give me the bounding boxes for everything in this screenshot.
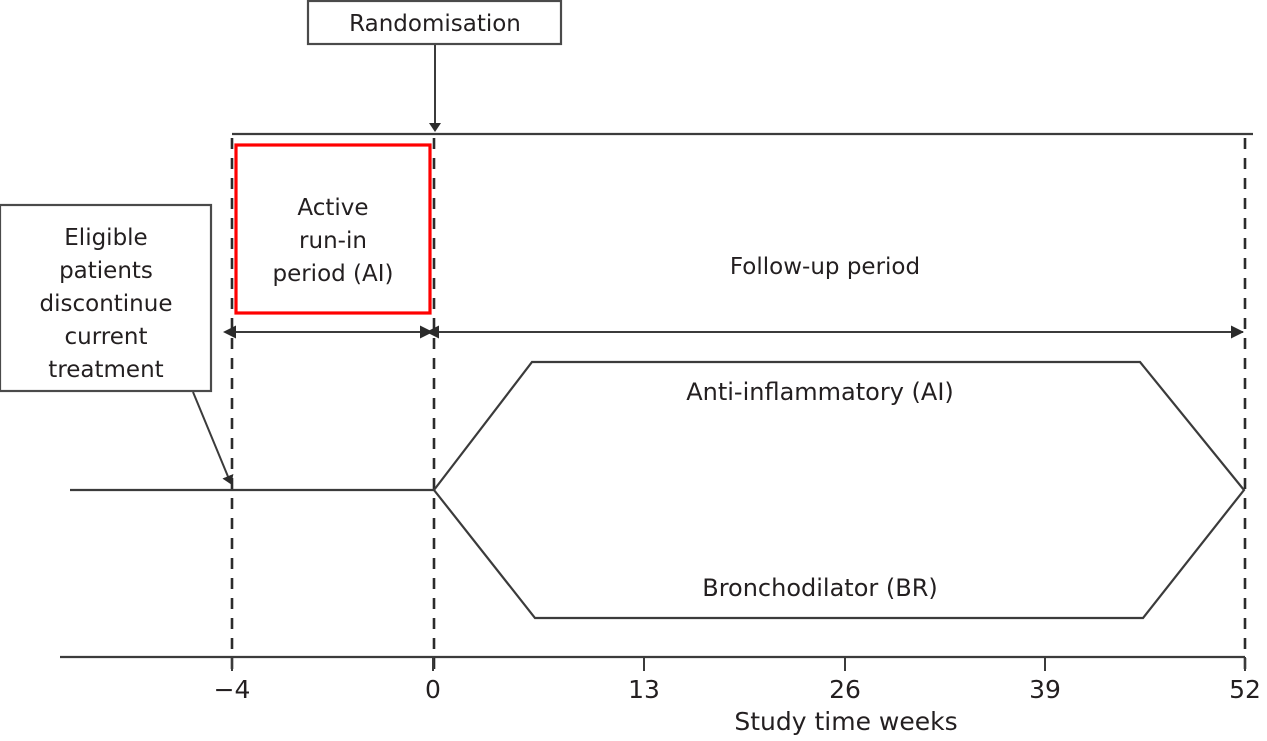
x-axis: −4 0 13 26 39 52 Study time weeks bbox=[60, 655, 1261, 736]
eligible-patients-line-1: Eligible bbox=[64, 225, 147, 251]
x-axis-title: Study time weeks bbox=[734, 707, 957, 736]
active-run-in-line-3: period (AI) bbox=[272, 261, 393, 287]
randomisation-box: Randomisation bbox=[306, 0, 563, 46]
treatment-arms-hexagon bbox=[432, 360, 1246, 620]
active-run-in-line-1: Active bbox=[297, 195, 368, 221]
eligible-patients-line-5: treatment bbox=[48, 357, 163, 383]
x-axis-ticklabel-minus-4: −4 bbox=[214, 675, 251, 704]
eligible-patients-line-4: current bbox=[65, 324, 148, 350]
x-axis-ticklabel-52: 52 bbox=[1229, 675, 1261, 704]
arm-label-anti-inflammatory: Anti-inflammatory (AI) bbox=[686, 378, 954, 406]
x-axis-ticklabel-0: 0 bbox=[425, 675, 441, 704]
active-run-in-box-outline bbox=[234, 143, 432, 315]
randomisation-box-outline bbox=[306, 0, 563, 46]
eligible-patients-line-3: discontinue bbox=[40, 291, 173, 317]
x-axis-ticklabel-26: 26 bbox=[829, 675, 861, 704]
follow-up-period-label: Follow-up period bbox=[730, 254, 920, 280]
active-run-in-box: Active run-in period (AI) bbox=[234, 143, 432, 315]
arm-label-bronchodilator: Bronchodilator (BR) bbox=[702, 574, 938, 602]
eligible-patients-box: Eligible patients discontinue current tr… bbox=[0, 203, 213, 393]
x-axis-ticklabel-39: 39 bbox=[1029, 675, 1061, 704]
randomisation-label: Randomisation bbox=[349, 11, 521, 37]
eligible-patients-line-2: patients bbox=[59, 258, 153, 284]
active-run-in-line-2: run-in bbox=[299, 228, 367, 254]
x-axis-ticklabel-13: 13 bbox=[628, 675, 660, 704]
eligible-patients-pointer-arrow bbox=[192, 391, 234, 485]
eligible-patients-box-outline bbox=[0, 203, 213, 393]
